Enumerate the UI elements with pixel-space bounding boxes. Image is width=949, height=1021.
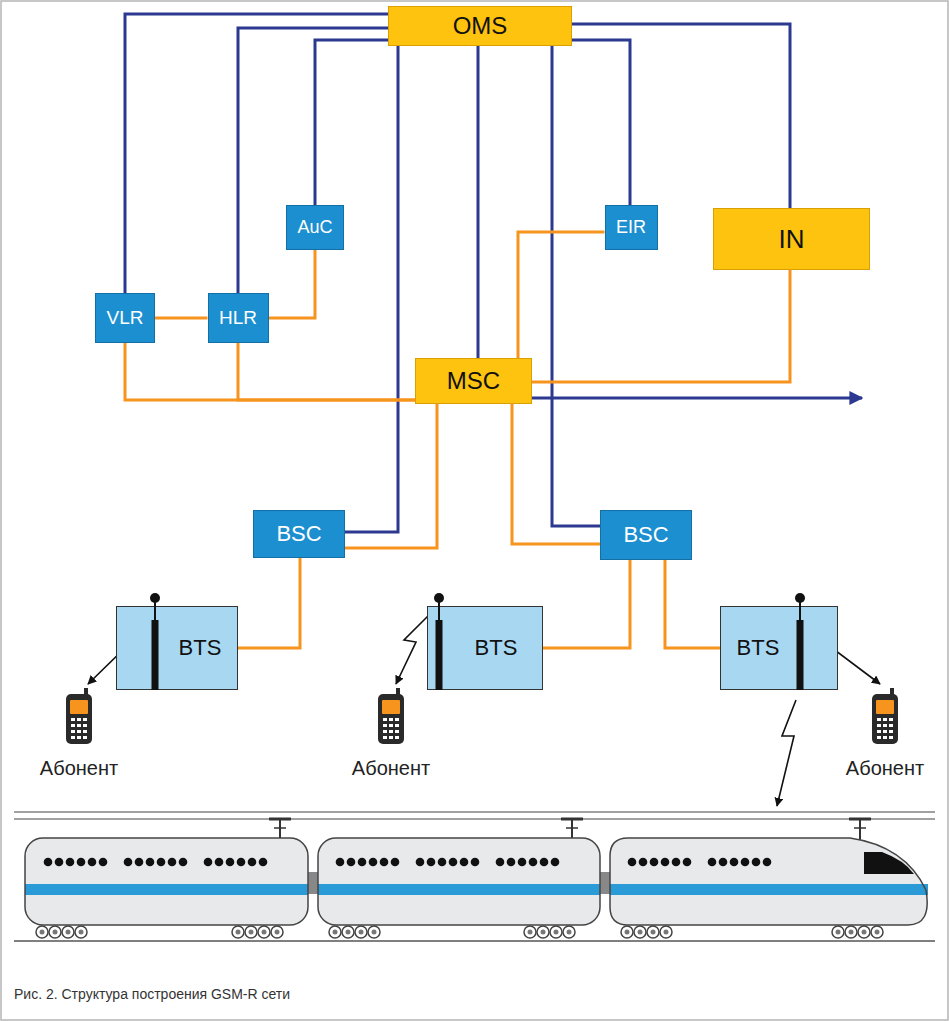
bts-box: BTS: [116, 606, 238, 690]
connector: [477, 46, 480, 358]
node-label: HLR: [219, 308, 257, 329]
node-label: BTS: [737, 636, 780, 660]
auc-box: AuC: [286, 205, 344, 250]
node-label: BTS: [179, 636, 222, 660]
connector: [512, 404, 600, 544]
subscriber-label: Абонент: [352, 756, 430, 780]
connector: [532, 270, 790, 382]
oms-box: OMS: [388, 6, 572, 46]
connector: [665, 560, 720, 648]
radio-links: [88, 614, 880, 806]
subscriber-label: Абонент: [40, 756, 118, 780]
node-label: OMS: [453, 13, 508, 39]
vlr-box: VLR: [95, 293, 155, 343]
connector: [572, 24, 790, 208]
node-label: VLR: [107, 308, 144, 329]
connector: [315, 40, 388, 205]
rail: [14, 940, 935, 942]
connector: [238, 28, 388, 293]
eir-box: EIR: [605, 205, 658, 250]
outgoing-link-arrow: [532, 397, 862, 400]
node-label: BTS: [475, 636, 518, 660]
bts-box: BTS: [720, 606, 838, 690]
catenary-wire: [14, 812, 935, 819]
bsc-box: BSC: [600, 510, 692, 560]
connector: [345, 404, 437, 548]
connector: [518, 232, 605, 358]
connector: [125, 14, 388, 293]
connector: [345, 46, 398, 532]
connector: [572, 40, 630, 205]
pantographs: [269, 819, 871, 840]
node-label: AuC: [297, 218, 332, 238]
connector: [238, 343, 415, 400]
connector: [125, 343, 415, 400]
connector: [552, 46, 600, 526]
node-label: EIR: [616, 218, 646, 238]
bts-box: BTS: [427, 606, 543, 690]
subscriber-label: Абонент: [846, 756, 924, 780]
msc-box: MSC: [415, 358, 532, 404]
node-label: BSC: [276, 522, 321, 546]
train: [25, 838, 928, 938]
bsc-box: BSC: [253, 510, 345, 558]
subscriber-phones: [66, 688, 898, 744]
connector: [155, 317, 208, 320]
node-label: BSC: [623, 523, 668, 547]
connector: [238, 558, 300, 648]
in-box: IN: [713, 208, 870, 270]
connector: [543, 560, 630, 648]
node-label: IN: [779, 225, 805, 254]
figure-caption: Рис. 2. Структура построения GSM-R сети: [14, 986, 290, 1003]
node-label: MSC: [447, 368, 500, 394]
connector: [269, 250, 316, 318]
hlr-box: HLR: [208, 293, 269, 343]
